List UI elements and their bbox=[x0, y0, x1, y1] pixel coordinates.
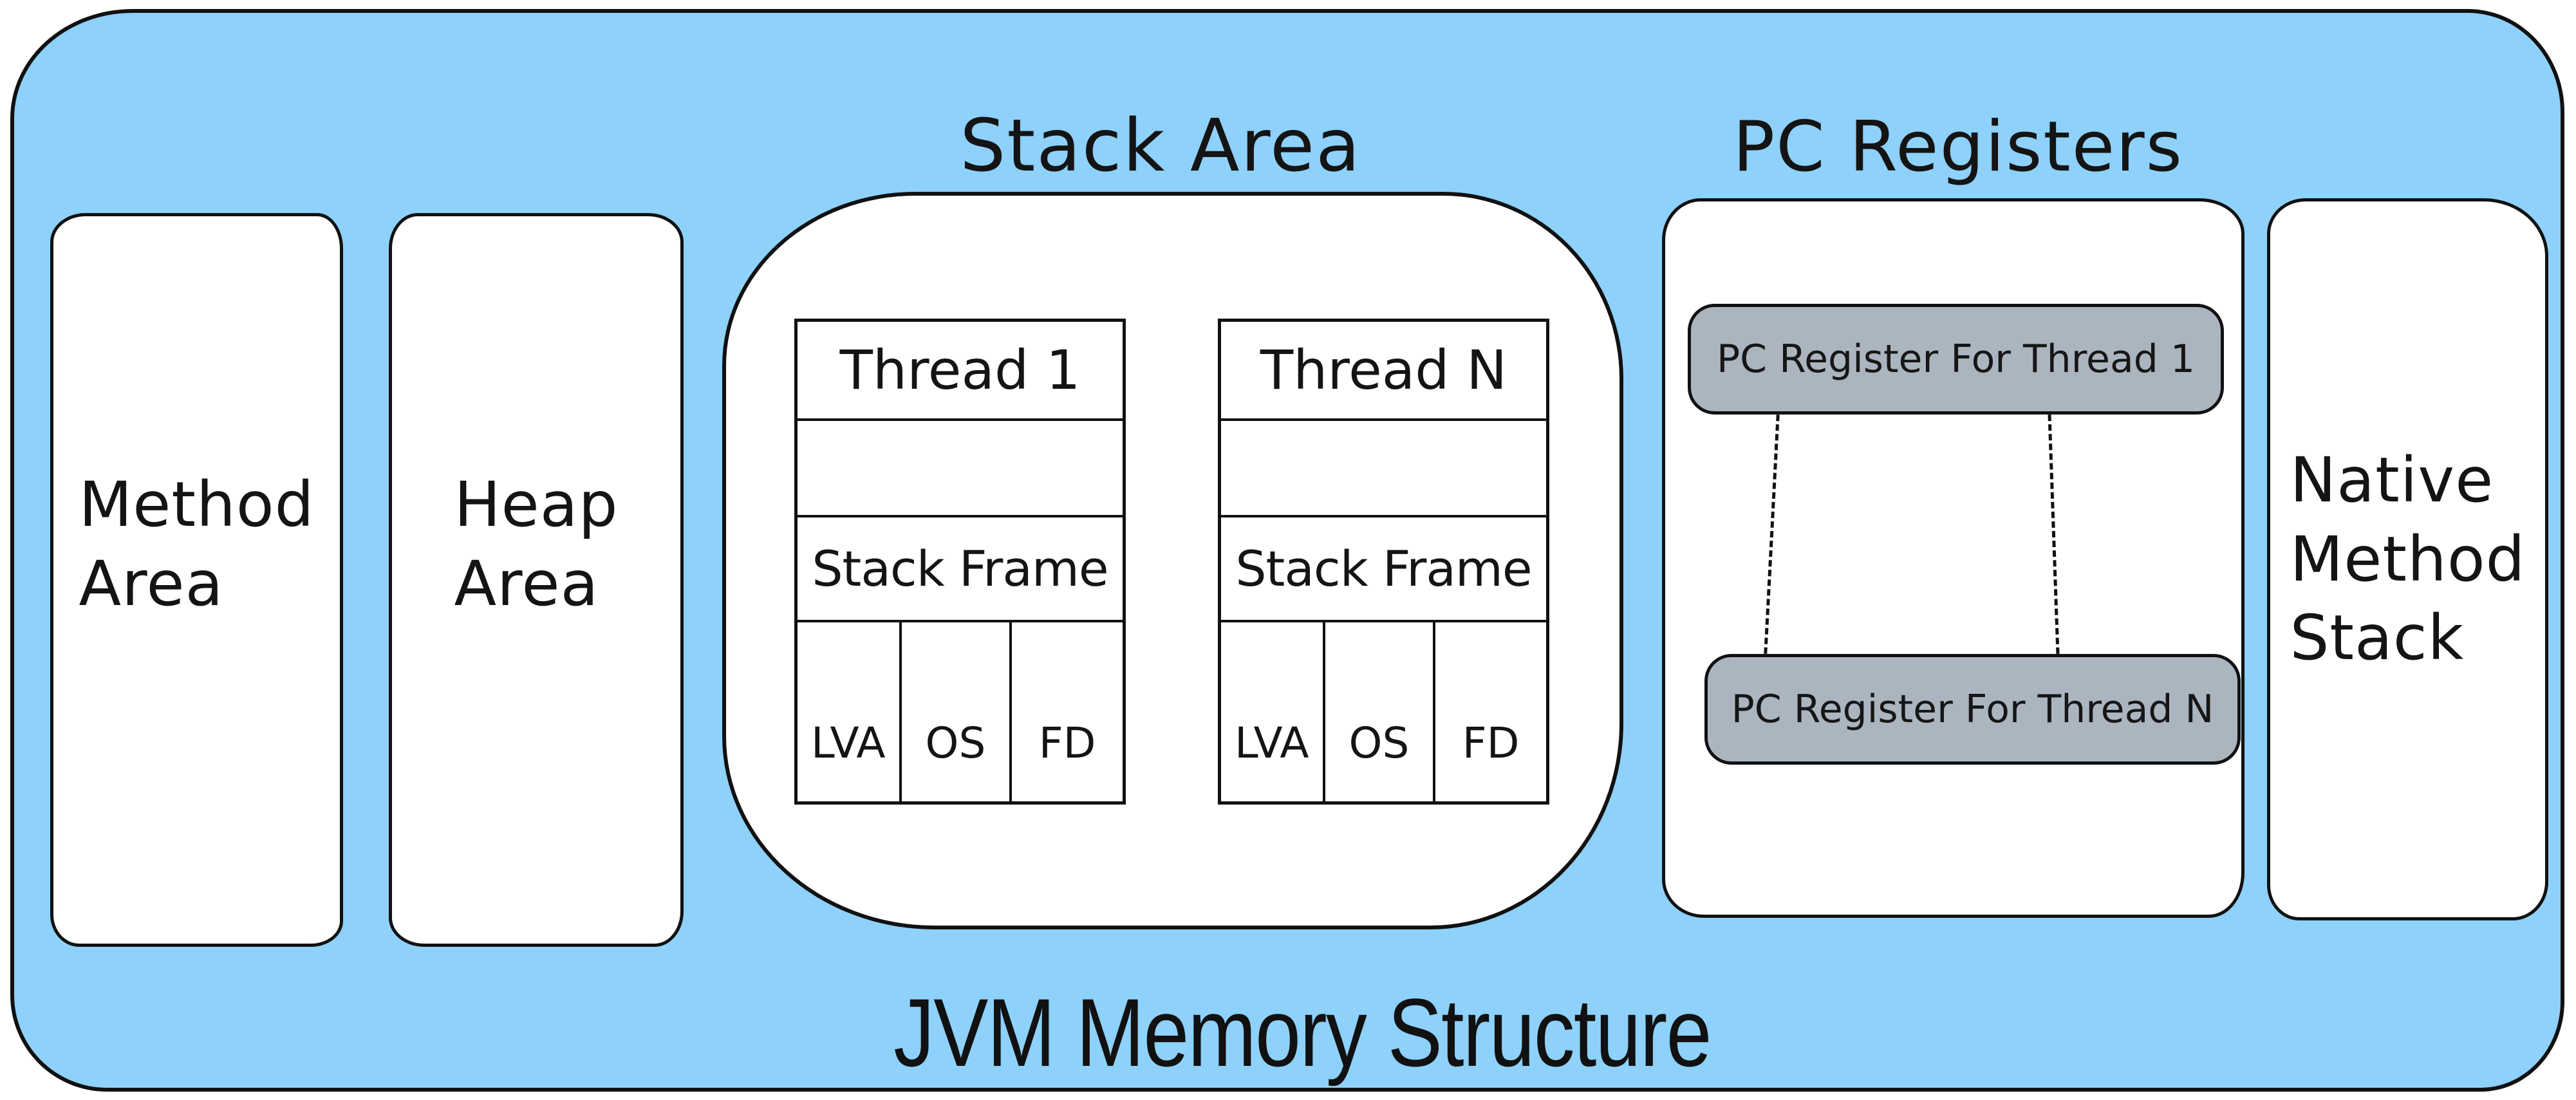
thread-1-lva-cell: LVA bbox=[798, 622, 902, 801]
thread-n-stack-frame-cell: Stack Frame bbox=[1221, 515, 1546, 620]
pc-registers-title: PC Registers bbox=[1733, 107, 2183, 187]
thread-1-fd-cell: FD bbox=[1038, 718, 1096, 768]
thread-1-os-cell: OS bbox=[902, 622, 1013, 801]
thread-1-empty-cell bbox=[798, 418, 1123, 515]
thread-n-os-cell: OS bbox=[1325, 622, 1436, 801]
thread-1-table: Thread 1 Stack Frame LVA OS FD bbox=[794, 319, 1126, 805]
thread-1-name-cell: Thread 1 bbox=[839, 339, 1081, 402]
method-area-label: Method Area bbox=[79, 469, 315, 620]
native-method-stack-label: Native Method Stack bbox=[2290, 443, 2526, 675]
thread-n-name-cell: Thread N bbox=[1260, 339, 1507, 402]
heap-area-box: Heap Area bbox=[389, 213, 684, 947]
pc-register-thread-1-box: PC Register For Thread 1 bbox=[1688, 304, 2224, 415]
method-area-box: Method Area bbox=[50, 213, 343, 947]
thread-1-stack-frame-cell: Stack Frame bbox=[798, 515, 1123, 620]
thread-n-lva-cell: LVA bbox=[1221, 622, 1325, 801]
thread-n-table: Thread N Stack Frame LVA OS FD bbox=[1218, 319, 1549, 805]
native-method-stack-box: Native Method Stack bbox=[2267, 198, 2548, 920]
diagram-title: JVM Memory Structure bbox=[893, 978, 1712, 1086]
heap-area-label: Heap Area bbox=[454, 469, 619, 620]
stack-area-title: Stack Area bbox=[960, 104, 1361, 188]
thread-n-empty-cell bbox=[1221, 418, 1546, 515]
thread-n-fd-cell: FD bbox=[1462, 718, 1520, 768]
pc-register-thread-n-box: PC Register For Thread N bbox=[1704, 654, 2241, 765]
thread-1-frame-parts-row: LVA OS FD bbox=[798, 620, 1123, 801]
thread-n-frame-parts-row: LVA OS FD bbox=[1221, 620, 1546, 801]
jvm-memory-container: Method Area Heap Area Stack Area Thread … bbox=[10, 9, 2564, 1092]
